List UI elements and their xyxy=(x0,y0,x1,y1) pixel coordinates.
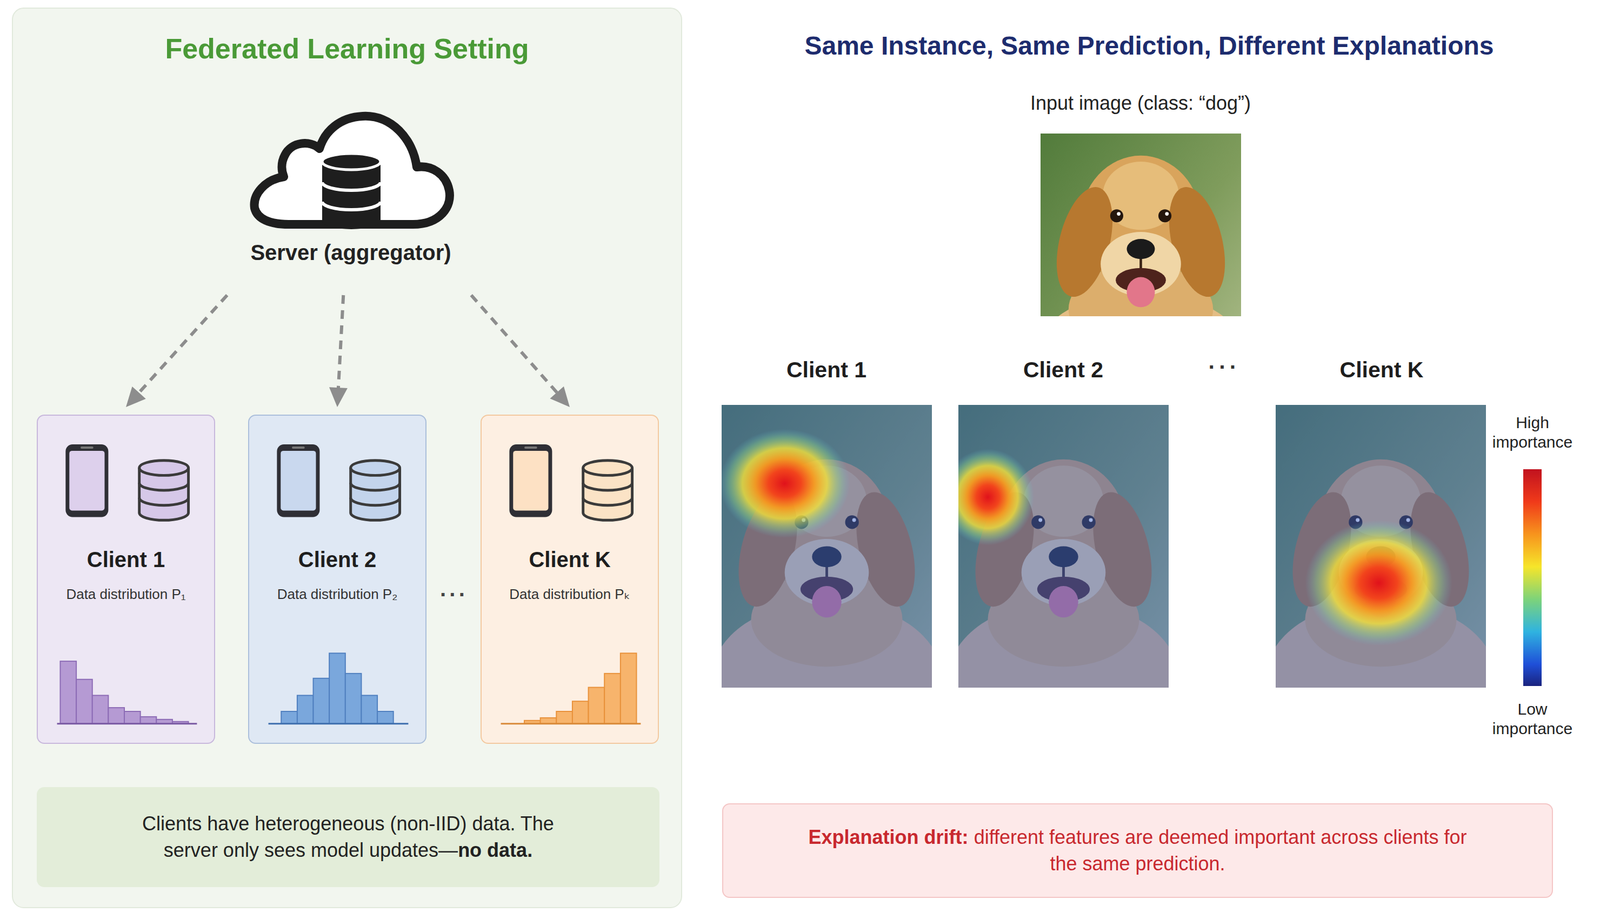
heatmap-tint xyxy=(958,404,1169,688)
client-icons xyxy=(481,415,658,743)
dashed-line xyxy=(136,295,228,396)
histogram xyxy=(268,652,409,724)
client-box: Client 1 Data distribution P₁ xyxy=(36,414,216,744)
panel-title: Federated Learning Setting xyxy=(164,32,529,65)
image-caption: Input image (class: “dog”) xyxy=(1030,91,1251,115)
heatmap xyxy=(941,404,1180,758)
client-box: Client K Data distribution Pₖ xyxy=(480,414,659,744)
callout-term: Explanation drift: xyxy=(808,825,969,849)
colorbar xyxy=(1523,469,1542,686)
scale-label: Low importance xyxy=(1485,699,1580,739)
scale-label: High importance xyxy=(1485,412,1580,452)
label-slot: Client K xyxy=(1340,356,1424,384)
label-slot: Input image (class: “dog”) xyxy=(1030,91,1251,115)
label-slot: Low importance xyxy=(1485,699,1580,739)
client-icons xyxy=(37,415,215,743)
dashed-arrow xyxy=(125,295,228,408)
dashed-line xyxy=(338,295,344,392)
label-slot: ··· xyxy=(440,581,469,608)
arrow-head xyxy=(549,386,570,408)
heatmap-hotspot xyxy=(1304,520,1452,646)
client-box: Client 2 Data distribution P₂ xyxy=(248,414,427,744)
arrow-head xyxy=(125,386,146,408)
distribution-label: Data distribution P₂ xyxy=(277,585,398,603)
callout-text: different features are deemed important … xyxy=(974,825,1468,875)
label-slot: Client 1 xyxy=(786,356,867,384)
client-title: Client 1 xyxy=(87,547,165,572)
dog-figure xyxy=(1265,404,1497,758)
note-emphasis: no data. xyxy=(457,838,533,862)
panel: Federated Learning Setting Server (aggre… xyxy=(11,7,683,909)
label-slot: Client 2 xyxy=(1023,356,1104,384)
dog-photo xyxy=(1030,103,1252,442)
dashed-line xyxy=(471,295,560,396)
dashed-arrow xyxy=(329,295,348,408)
arrow-head xyxy=(329,387,348,408)
database-icon xyxy=(322,153,381,230)
phone-icon xyxy=(509,444,552,517)
label-slot: High importance xyxy=(1485,412,1580,452)
ellipsis: ··· xyxy=(440,581,469,608)
callout-box: Explanation drift:different features are… xyxy=(722,803,1553,898)
text-paragraph: Clients have heterogeneous (non-IID) dat… xyxy=(123,810,573,864)
phone-icon xyxy=(65,444,109,517)
client-title: Client K xyxy=(528,547,611,572)
heatmap-hotspot xyxy=(941,448,1035,545)
database-icon xyxy=(350,460,400,521)
client-icons xyxy=(249,415,426,743)
histogram xyxy=(501,652,642,724)
section-title: Same Instance, Same Prediction, Differen… xyxy=(804,30,1494,62)
note-box: Clients have heterogeneous (non-IID) dat… xyxy=(36,787,660,888)
client-heading: Client K xyxy=(1340,356,1424,384)
server-label: Server (aggregator) xyxy=(250,240,451,265)
client-heading: Client 1 xyxy=(786,356,867,384)
ellipsis: ··· xyxy=(1208,354,1241,381)
dog-figure xyxy=(711,404,943,758)
histogram xyxy=(57,661,198,724)
client-title: Client 2 xyxy=(298,547,377,572)
dog-figure xyxy=(1030,103,1252,442)
heatmap xyxy=(711,404,943,758)
phone-icon xyxy=(276,444,320,517)
dashed-arrow xyxy=(471,295,570,408)
database-icon xyxy=(583,460,633,521)
label-slot: Same Instance, Same Prediction, Differen… xyxy=(804,30,1494,62)
server-node: Server (aggregator) xyxy=(237,101,465,293)
distribution-label: Data distribution Pₖ xyxy=(509,585,631,603)
label-slot: ··· xyxy=(1208,354,1241,381)
heatmap-tint xyxy=(1275,404,1486,688)
distribution-label: Data distribution P₁ xyxy=(65,585,186,603)
client-heading: Client 2 xyxy=(1023,356,1104,384)
heatmap-hotspot xyxy=(719,429,850,538)
heatmap xyxy=(1265,404,1497,758)
text-paragraph: Explanation drift:different features are… xyxy=(805,824,1471,877)
database-icon xyxy=(139,460,189,521)
